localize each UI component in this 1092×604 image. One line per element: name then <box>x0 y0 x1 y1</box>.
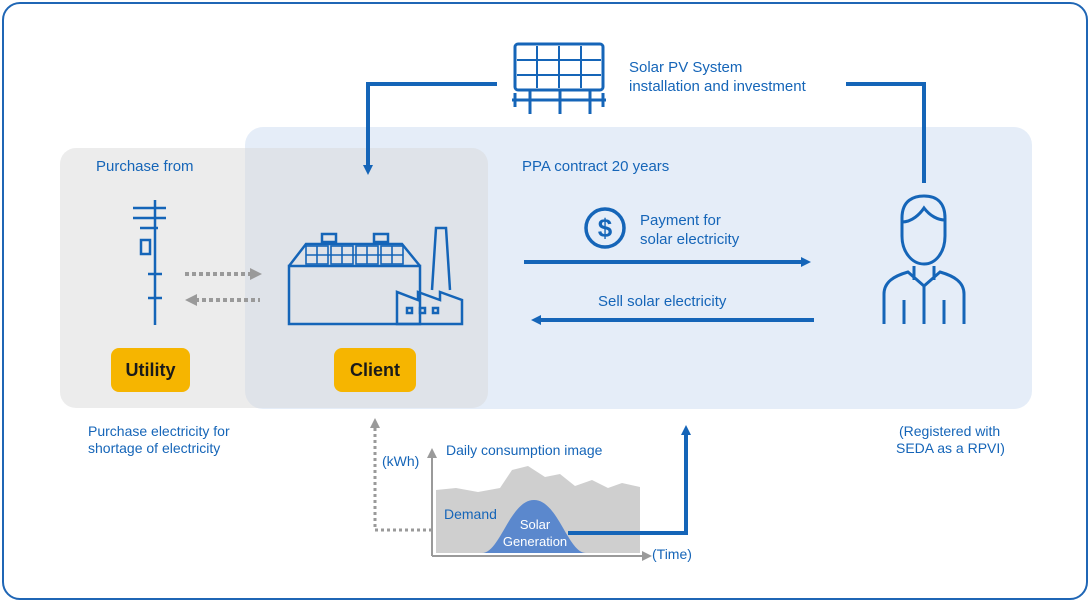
registered-note-line1: (Registered with <box>899 423 1001 439</box>
solar-to-client-arrow <box>363 82 497 175</box>
registered-note-line2: SEDA as a RPVI) <box>896 440 1005 456</box>
graph-x-unit: (Time) <box>652 546 692 562</box>
factory-icon <box>287 226 464 326</box>
utility-badge: Utility <box>111 348 190 392</box>
utility-panel <box>60 148 488 408</box>
utility-client-dotted-arrows <box>185 268 262 306</box>
payment-label-line1: Payment for <box>640 212 721 229</box>
investor-to-solar-line <box>846 82 926 183</box>
client-badge: Client <box>334 348 416 392</box>
solar-generation-label-line2: Generation <box>502 534 568 549</box>
svg-text:$: $ <box>598 213 613 243</box>
graph-title: Daily consumption image <box>446 442 603 458</box>
solar-panel-icon <box>512 42 606 114</box>
payment-label-line2: solar electricity <box>640 231 740 248</box>
graph-to-client-dotted-arrow <box>370 418 432 532</box>
graph-y-unit: (kWh) <box>382 453 420 469</box>
generation-to-ppa-arrow <box>568 425 691 535</box>
dollar-icon: $ <box>584 207 626 249</box>
power-pole-icon <box>133 200 166 325</box>
solar-pv-subtitle: installation and investment <box>629 78 806 95</box>
solar-pv-title: Solar PV System <box>629 59 743 76</box>
demand-label: Demand <box>444 506 497 522</box>
solar-generation-area <box>482 500 586 553</box>
solar-generation-label-line1: Solar <box>519 517 551 532</box>
sell-label: Sell solar electricity <box>598 293 727 310</box>
person-icon <box>882 194 966 324</box>
ppa-contract-label: PPA contract 20 years <box>522 158 670 175</box>
purchase-note-line1: Purchase electricity for <box>88 423 230 439</box>
purchase-note-line2: shortage of electricity <box>88 440 221 456</box>
purchase-from-label: Purchase from <box>96 158 194 175</box>
